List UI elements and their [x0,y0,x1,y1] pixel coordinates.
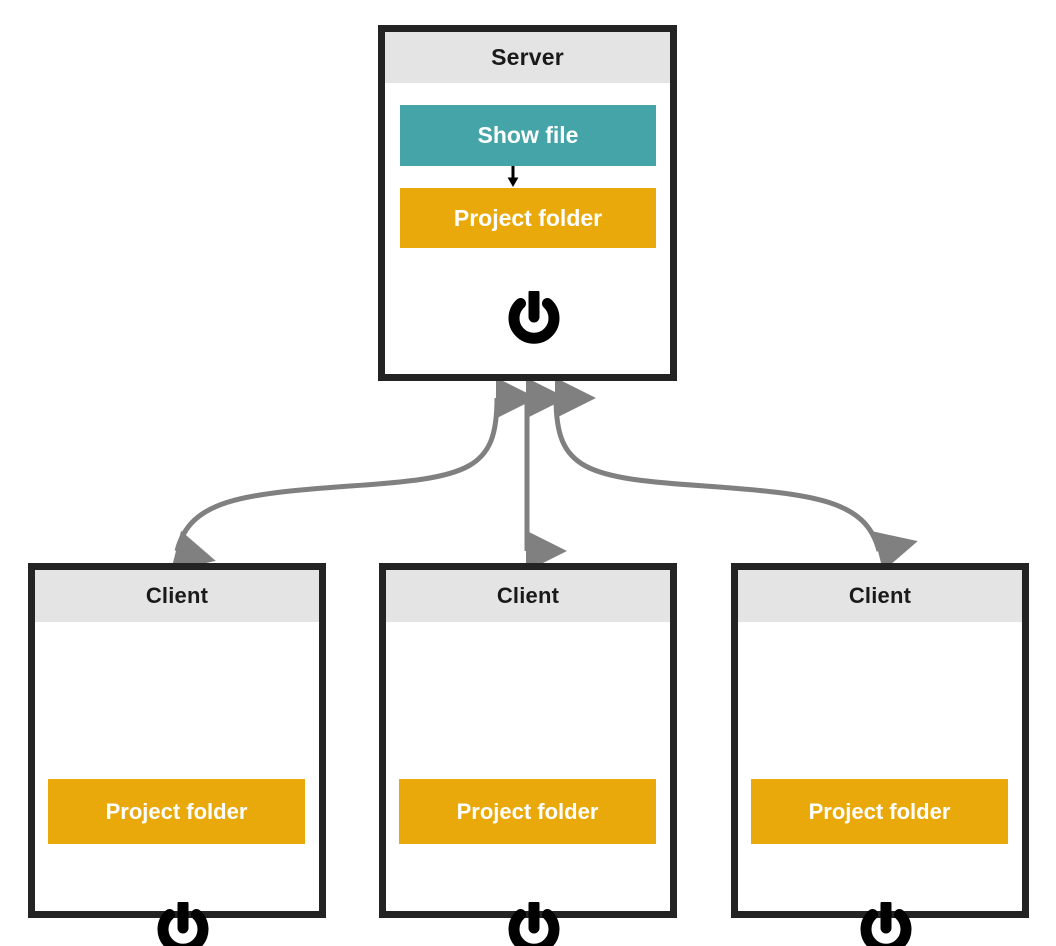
server-header: Server [385,32,670,83]
client-1-project-folder-bar[interactable]: Project folder [48,779,305,844]
client-node-3[interactable]: Client Project folder [731,563,1029,946]
server-node[interactable]: Server Show file Project folder [378,25,677,381]
power-icon[interactable] [155,902,211,946]
server-show-file-bar[interactable]: Show file [400,105,656,166]
power-icon[interactable] [506,902,562,946]
connector-server-client-3 [553,377,918,572]
client-3-project-folder-bar[interactable]: Project folder [751,779,1008,844]
client-3-header: Client [738,570,1022,622]
client-2-project-folder-bar[interactable]: Project folder [399,779,656,844]
server-project-folder-bar[interactable]: Project folder [400,188,656,248]
client-node-2[interactable]: Client Project folder [379,563,677,946]
connector-server-client-1 [170,377,537,571]
arrow-down-icon [507,166,519,187]
client-node-1[interactable]: Client Project folder [28,563,326,946]
client-2-header: Client [386,570,670,622]
client-1-header: Client [35,570,319,622]
power-icon[interactable] [506,291,562,351]
power-icon[interactable] [858,902,914,946]
